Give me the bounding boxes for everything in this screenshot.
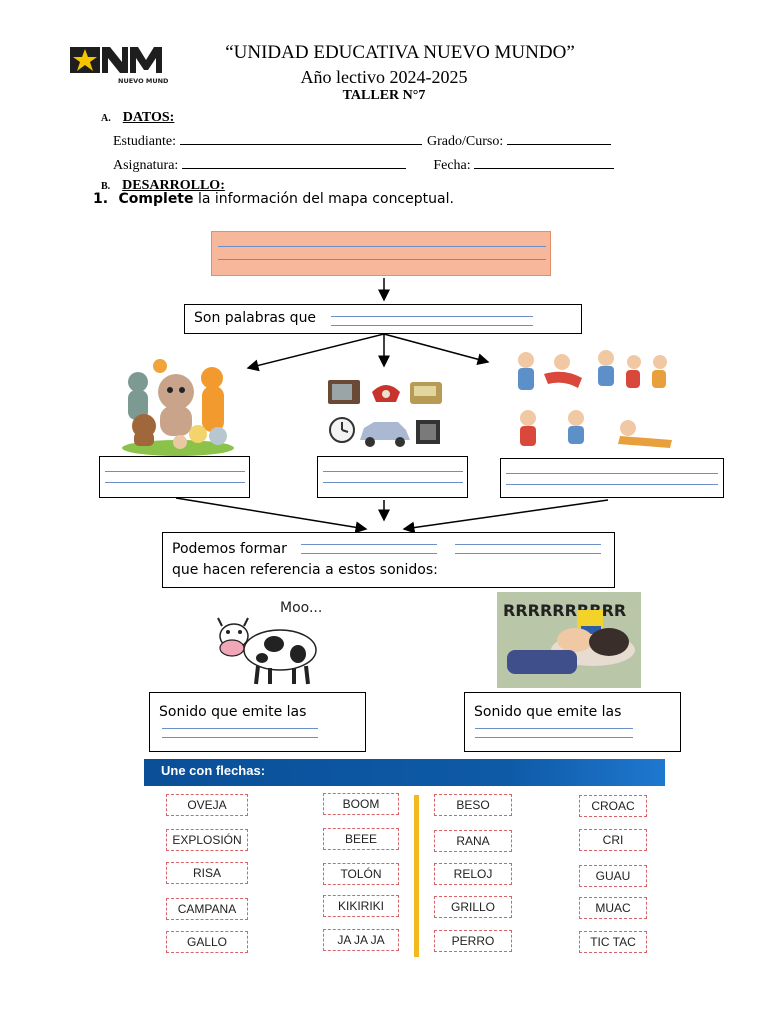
sound-box-right-label: Sonido que emite las	[474, 704, 622, 720]
section-b: B. DESARROLLO:	[101, 176, 225, 194]
matching-divider	[414, 795, 419, 957]
svg-text:RRRRRRRRRR: RRRRRRRRRR	[503, 601, 626, 620]
grade-label: Grado/Curso:	[427, 134, 504, 149]
match-col4-item[interactable]: CROAC	[579, 795, 647, 817]
match-col1-item[interactable]: GALLO	[166, 931, 248, 953]
student-field[interactable]	[179, 130, 422, 145]
section-a: A. DATOS:	[101, 108, 174, 126]
workshop-number: TALLER N°7	[342, 88, 426, 103]
student-label: Estudiante:	[113, 134, 176, 149]
sound-box-right[interactable]: Sonido que emite las	[464, 692, 681, 752]
form-words-line1: Podemos formar	[172, 541, 287, 557]
animals-image	[122, 359, 234, 456]
match-col1-item[interactable]: CAMPANA	[166, 898, 248, 920]
school-year: Año lectivo 2024-2025	[300, 67, 468, 87]
grade-field[interactable]	[506, 130, 611, 145]
sound-box-left[interactable]: Sonido que emite las	[149, 692, 366, 752]
section-a-heading: DATOS:	[122, 110, 175, 125]
match-col1-item[interactable]: RISA	[166, 862, 248, 884]
section-a-letter: A.	[101, 113, 111, 124]
instruction-number: 1.	[93, 191, 109, 207]
student-row: Estudiante: Grado/Curso:	[113, 130, 611, 150]
match-col4-item[interactable]: MUAC	[579, 897, 647, 919]
instruction-bold: Complete	[118, 191, 194, 207]
words-box[interactable]: Son palabras que	[184, 304, 582, 334]
match-col4-item[interactable]: CRI	[579, 829, 647, 851]
match-col3-item[interactable]: GRILLO	[434, 896, 512, 918]
sound-box-left-label: Sonido que emite las	[159, 704, 307, 720]
date-field[interactable]	[474, 154, 615, 169]
cow-image: Moo...	[217, 600, 322, 685]
match-col3-item[interactable]: RELOJ	[434, 863, 512, 885]
school-title: “UNIDAD EDUCATIVA NUEVO MUNDO”	[225, 42, 575, 63]
match-col4-item[interactable]: TIC TAC	[579, 931, 647, 953]
people-sounds-image	[518, 350, 672, 448]
match-col1-item[interactable]: EXPLOSIÓN	[166, 829, 248, 851]
form-words-line2: que hacen referencia a estos sonidos:	[172, 562, 438, 578]
main-concept-box[interactable]	[211, 231, 551, 276]
date-label: Fecha:	[433, 158, 471, 173]
instruction: 1. Complete la información del mapa conc…	[93, 191, 454, 207]
match-col2-item[interactable]: BOOM	[323, 793, 399, 815]
svg-text:Moo...: Moo...	[280, 600, 322, 616]
instruction-text: la información del mapa conceptual.	[193, 191, 454, 207]
match-col2-item[interactable]: JA JA JA	[323, 929, 399, 951]
school-logo: NUEVO MUNDO	[68, 44, 174, 86]
match-col1-item[interactable]: OVEJA	[166, 794, 248, 816]
connector-arrows	[175, 278, 609, 534]
words-box-label: Son palabras que	[194, 310, 317, 326]
matching-banner: Une con flechas:	[144, 759, 665, 786]
subject-field[interactable]	[181, 154, 406, 169]
match-col3-item[interactable]: PERRO	[434, 930, 512, 952]
form-words-box[interactable]: Podemos formar que hacen referencia a es…	[162, 532, 615, 588]
subject-label: Asignatura:	[113, 158, 179, 173]
matching-banner-text: Une con flechas:	[161, 763, 266, 778]
answer-box-objects[interactable]	[317, 456, 468, 498]
match-col3-item[interactable]: RANA	[434, 830, 512, 852]
answer-box-people[interactable]	[500, 458, 724, 498]
match-col4-item[interactable]: GUAU	[579, 865, 647, 887]
snoring-image: RRRRRRRRRR	[497, 592, 641, 688]
objects-image	[328, 380, 442, 447]
svg-text:NUEVO MUNDO: NUEVO MUNDO	[118, 77, 168, 85]
match-col2-item[interactable]: KIKIRIKI	[323, 895, 399, 917]
match-col2-item[interactable]: BEEE	[323, 828, 399, 850]
match-col3-item[interactable]: BESO	[434, 794, 512, 816]
subject-row: Asignatura: Fecha:	[113, 154, 615, 174]
match-col2-item[interactable]: TOLÓN	[323, 863, 399, 885]
answer-box-animals[interactable]	[99, 456, 250, 498]
section-b-heading: DESARROLLO:	[122, 178, 225, 193]
section-b-letter: B.	[101, 181, 111, 192]
